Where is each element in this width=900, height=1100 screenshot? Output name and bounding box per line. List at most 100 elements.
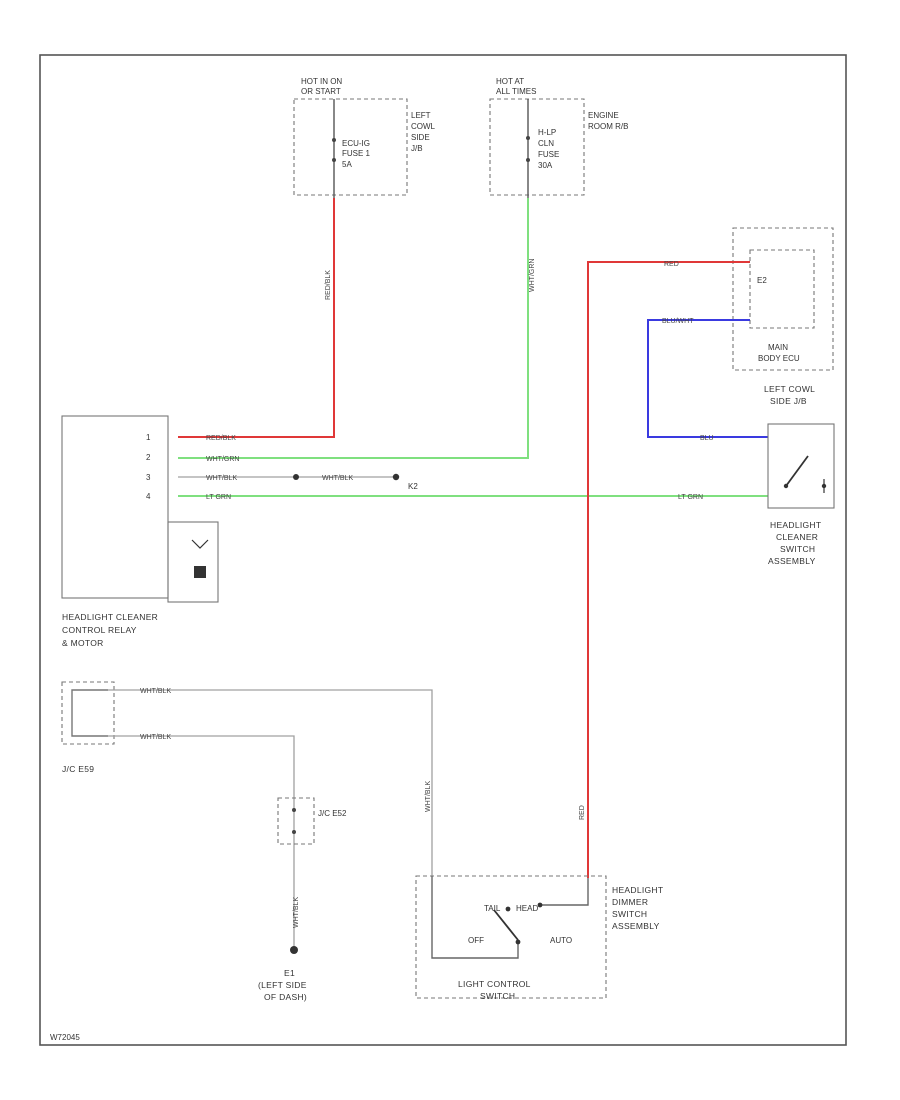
dimmer-caption-3: SWITCH <box>612 909 647 919</box>
wire-jc-top-label: WHT/BLK <box>140 688 171 695</box>
motor-icon <box>194 566 206 578</box>
light-switch-pos-off: OFF <box>468 936 484 945</box>
motor-box <box>61 415 169 599</box>
diagram-border <box>39 54 847 1046</box>
jc-e52-terminal-bottom <box>292 830 296 834</box>
wire-red-blk <box>178 198 335 438</box>
main-body-ecu-box <box>732 227 834 371</box>
wire-wht-grn <box>178 198 529 459</box>
jc-e59-box <box>61 681 115 745</box>
light-switch-head-terminal <box>537 902 543 908</box>
headlight-cleaner-relay-motor: 1 2 3 4 HEADLIGHT CLEANER CONTROL RELAY … <box>61 415 219 648</box>
wire-red-blk-label-vertical: RED/BLK <box>325 270 332 300</box>
ecu-e2-label: E2 <box>757 276 767 285</box>
fuse1-name-2: FUSE 1 <box>342 149 371 158</box>
junction-connector-e59: J/C E59 <box>61 681 115 774</box>
fuse1-terminal-top <box>332 138 336 142</box>
fuse2-hot-label-2: ALL TIMES <box>496 87 536 96</box>
light-switch-pos-head: HEAD <box>516 904 538 913</box>
motor-pin-3: 3 <box>146 473 151 482</box>
motor-pin-4: 4 <box>146 492 151 501</box>
fuse1-box-label-4: J/B <box>411 144 423 153</box>
left-cowl-jb-box <box>293 98 408 196</box>
dimmer-caption-2: DIMMER <box>612 897 648 907</box>
jc-e59-bridge <box>71 689 108 737</box>
jc-e59-caption: J/C E59 <box>62 764 94 774</box>
wire-wht-blk-label-2: WHT/BLK <box>322 475 353 482</box>
cleaner-switch-box <box>767 423 835 509</box>
wire-light-switch-left-label: WHT/BLK <box>425 781 432 812</box>
wire-red <box>587 261 750 878</box>
light-switch-internal-left <box>431 876 519 959</box>
ecu-caption-1: MAIN <box>768 343 788 352</box>
light-switch-contact <box>493 909 519 941</box>
fuse1-hot-label-1: HOT IN ON <box>301 77 342 86</box>
dimmer-caption-4: ASSEMBLY <box>612 921 660 931</box>
dimmer-caption-1: HEADLIGHT <box>612 885 663 895</box>
wire-blu-label: BLU <box>700 435 714 442</box>
motor-pin-2: 2 <box>146 453 151 462</box>
light-control-switch: TAIL HEAD OFF AUTO LIGHT CONTROL SWITCH … <box>415 875 663 1001</box>
relay-coil-icon <box>191 539 209 549</box>
cleaner-switch-caption-2: CLEANER <box>776 532 818 542</box>
fuse1-box-label-3: SIDE <box>411 133 430 142</box>
jc-e52-terminal-top <box>292 808 296 812</box>
wire-red-label-vertical: RED <box>579 805 586 820</box>
fuse2-terminal-top <box>526 136 530 140</box>
main-body-ecu: E2 MAIN BODY ECU LEFT COWL SIDE J/B <box>732 227 834 406</box>
light-switch-pos-tail: TAIL <box>484 904 501 913</box>
headlight-cleaner-switch: HEADLIGHT CLEANER SWITCH ASSEMBLY <box>767 423 835 566</box>
ecu-caption-2: BODY ECU <box>758 354 800 363</box>
wire-wht-grn-label-vertical: WHT/GRN <box>529 259 536 292</box>
wire-blu-wht-label: BLU/WHT <box>662 318 694 325</box>
light-switch-pivot <box>515 939 521 945</box>
wire-lt-grn-label-left: LT GRN <box>206 494 231 501</box>
cleaner-switch-caption-1: HEADLIGHT <box>770 520 821 530</box>
light-switch-internal-right <box>540 878 589 906</box>
wire-splice-dot <box>293 474 299 480</box>
motor-caption-2: CONTROL RELAY <box>62 625 137 635</box>
fuse2-hot-label-1: HOT AT <box>496 77 524 86</box>
jc-e52-label: J/C E52 <box>318 809 347 818</box>
footer-code: W72045 <box>50 1033 80 1042</box>
fuse2-rating: 30A <box>538 161 553 170</box>
ecu-jb-caption-1: LEFT COWL <box>764 384 815 394</box>
motor-caption-1: HEADLIGHT CLEANER <box>62 612 158 622</box>
fuse2-terminal-bottom <box>526 158 530 162</box>
cleaner-switch-pivot <box>783 483 789 489</box>
cleaner-switch-contact <box>785 455 809 487</box>
motor-pin-1: 1 <box>146 433 151 442</box>
wire-wht-blk-top <box>108 689 433 876</box>
wire-wht-blk-bottom <box>108 735 295 948</box>
light-switch-box <box>415 875 607 999</box>
wire-ground-label: WHT/BLK <box>293 897 300 928</box>
main-body-ecu-inner <box>749 249 815 329</box>
light-switch-pos-auto: AUTO <box>550 936 572 945</box>
ground-caption-2: (LEFT SIDE <box>258 980 307 990</box>
fuse1-rating: 5A <box>342 160 352 169</box>
fuse2-name-1: H-LP <box>538 128 556 137</box>
junction-connector-e52: J/C E52 <box>277 797 347 845</box>
light-switch-caption-1: LIGHT CONTROL <box>458 979 531 989</box>
fuse1-name-1: ECU-IG <box>342 139 370 148</box>
light-switch-tail-terminal <box>505 906 511 912</box>
fuse1-group: HOT IN ON OR START ECU-IG FUSE 1 5A LEFT… <box>293 77 436 198</box>
ground-e1: E1 (LEFT SIDE OF DASH) <box>258 946 307 1002</box>
fuse2-name-3: FUSE <box>538 150 559 159</box>
jc-e52-box <box>277 797 315 845</box>
wire-wht-blk-label: WHT/BLK <box>206 475 237 482</box>
wire-red-label-top: RED <box>664 261 679 268</box>
ground-caption-3: OF DASH) <box>264 992 307 1002</box>
fuse1-terminal-bottom <box>332 158 336 162</box>
fuse2-box-label-2: ROOM R/B <box>588 122 628 131</box>
k2-junction-dot <box>392 473 400 481</box>
ground-icon <box>290 946 298 954</box>
fuse1-hot-label-2: OR START <box>301 87 341 96</box>
wire-red-blk-label: RED/BLK <box>206 435 236 442</box>
cleaner-switch-caption-4: ASSEMBLY <box>768 556 816 566</box>
engine-room-rb-box <box>489 98 585 196</box>
motor-caption-3: & MOTOR <box>62 638 104 648</box>
light-switch-caption-2: SWITCH <box>480 991 515 1001</box>
motor-sub-box <box>167 521 219 603</box>
